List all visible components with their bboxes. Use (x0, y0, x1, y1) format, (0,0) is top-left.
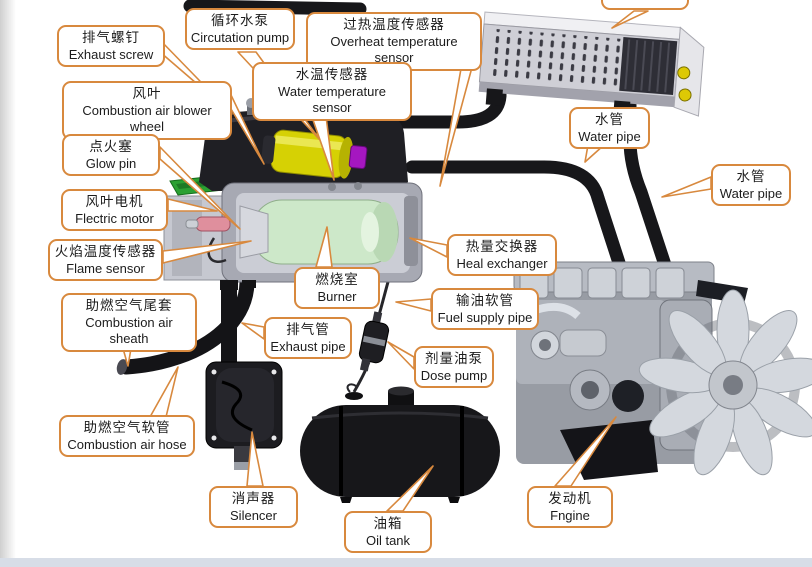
label-en: Combustion air hose (67, 436, 187, 452)
radiator-fitting (678, 88, 692, 102)
label-en: Combustion air sheath (85, 314, 173, 347)
label-en: Burner (317, 288, 357, 304)
top-water-pipe (183, 0, 367, 16)
label-en: Overheat temperature sensor (330, 33, 458, 66)
bottom-strip (0, 558, 812, 567)
callout-electric-motor: 风叶电机 Flectric motor (61, 189, 168, 232)
label-zh: 循环水泵 (211, 13, 269, 28)
callout-dose-pump: 剂量油泵 Dose pump (414, 346, 494, 389)
label-en: Heal exchanger (456, 255, 548, 271)
callout-circulation-pump: 循环水泵 Circutation pump (185, 8, 295, 51)
callout-silencer: 消声器 Silencer (209, 486, 298, 529)
label-zh: 风叶电机 (85, 194, 144, 209)
callout-burner: 燃烧室 Burner (294, 267, 380, 310)
label-en: Combustion air blower wheel (82, 102, 212, 135)
callout-flame-sensor: 火焰温度传感器 Flame sensor (48, 239, 163, 282)
label-zh: 水管 (736, 169, 766, 184)
label-en: Flame sensor (66, 260, 145, 276)
callout-oil-tank: 油箱 Oil tank (344, 511, 432, 554)
callout-overheat-sensor: 过热温度传感器 Overheat temperature sensor (306, 12, 482, 72)
label-zh: 剂量油泵 (425, 351, 483, 366)
label-zh: 排气管 (286, 322, 330, 337)
label-zh: 点火塞 (89, 139, 133, 154)
label-zh: 过热温度传感器 (343, 17, 445, 32)
label-zh: 消声器 (231, 491, 276, 506)
silencer (205, 361, 283, 470)
label-zh: 燃烧室 (315, 272, 359, 287)
label-zh: 排气螺钉 (82, 30, 140, 45)
callout-water-pipe-1: 水管 Water pipe (569, 107, 650, 150)
callout-exhaust-screw: 排气螺钉 Exhaust screw (57, 25, 165, 68)
label-en: Dose pump (420, 367, 488, 383)
label-zh: 助燃空气软管 (83, 420, 171, 435)
label-en: Oil tank (365, 532, 411, 548)
callout-blower-wheel: 风叶 Combustion air blower wheel (62, 81, 232, 141)
callout-air-sheath: 助燃空气尾套 Combustion air sheath (61, 293, 197, 353)
engine-valve-covers (519, 267, 685, 299)
oil-tank (300, 383, 500, 503)
glow-pin-part (195, 216, 231, 232)
callout-fuel-supply-pipe: 输油软管 Fuel supply pipe (431, 288, 539, 331)
label-zh: 输油软管 (456, 293, 514, 308)
combustion-air-hose (116, 275, 255, 375)
callout-heat-exchanger: 热量交换器 Heal exchanger (447, 234, 557, 277)
label-zh: 火焰温度传感器 (54, 244, 157, 259)
label-en: Exhaust screw (68, 46, 154, 62)
label-zh: 风叶 (132, 86, 162, 101)
engine-fan (638, 289, 812, 476)
radiator-fitting (677, 66, 691, 80)
callout-air-hose: 助燃空气软管 Combustion air hose (59, 415, 195, 458)
dose-pump (358, 311, 390, 372)
label-zh: 助燃空气尾套 (85, 298, 173, 313)
label-zh: 水管 (595, 112, 624, 127)
callout-glow-pin: 点火塞 Glow pin (62, 134, 160, 177)
radiator (478, 11, 705, 117)
label-en: Fuel supply pipe (437, 309, 533, 325)
label-zh: 水温传感器 (295, 67, 369, 82)
engine (513, 261, 812, 480)
callout-water-pipe-2: 水管 Water pipe (711, 164, 791, 207)
label-en: Water temperature sensor (278, 83, 386, 116)
water-pipe-heater-to-engine (405, 160, 629, 279)
callout-water-temp-sensor: 水温传感器 Water temperature sensor (252, 62, 412, 122)
left-gradient-band (0, 0, 16, 560)
callout-exhaust-pipe: 排气管 Exhaust pipe (264, 317, 352, 360)
label-en: Fngine (550, 507, 590, 523)
label-en: Water pipe (719, 185, 783, 201)
label-zh: 油箱 (373, 516, 403, 531)
label-en: Water pipe (578, 128, 641, 144)
callout-engine: 发动机 Fngine (527, 486, 613, 529)
label-zh: 发动机 (548, 491, 592, 506)
label-en: Exhaust pipe (270, 338, 346, 354)
label-en: Glow pin (85, 155, 137, 171)
label-en: Silencer (230, 507, 277, 523)
label-en: Flectric motor (75, 210, 154, 226)
label-en: Circutation pump (190, 29, 290, 45)
callout-partial-top (601, 0, 689, 10)
label-zh: 热量交换器 (465, 239, 539, 254)
